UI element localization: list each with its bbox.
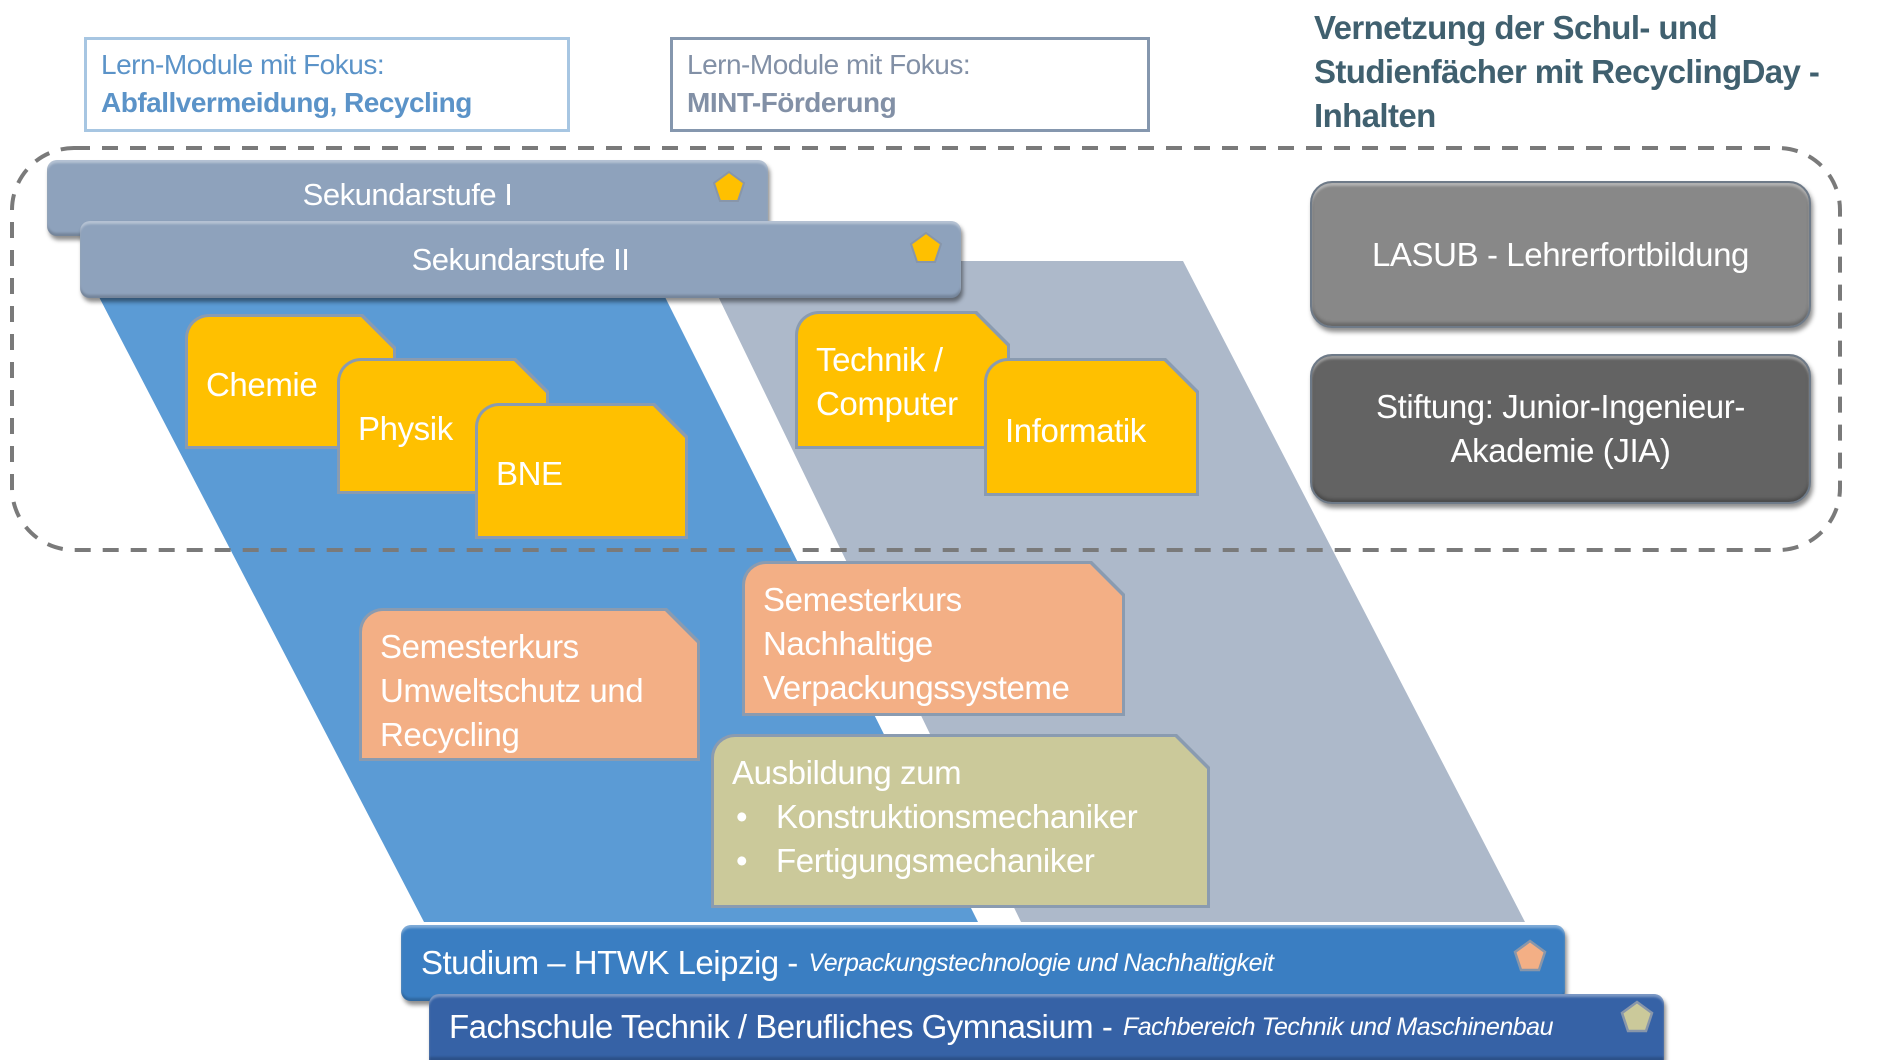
course-label: Semesterkurs (380, 628, 579, 665)
institution-program: Verpackungstechnologie und Nachhaltigkei… (808, 948, 1274, 977)
focus-box-recycling-topic: Abfallvermeidung, Recycling (101, 87, 472, 118)
institution-bar-fachschule: Fachschule Technik / Berufliches Gymnasi… (429, 994, 1664, 1060)
focus-box-recycling-caption: Lern-Module mit Fokus: (101, 49, 385, 80)
pentagon-orange-icon (1513, 939, 1547, 972)
partner-stiftung-jia: Stiftung: Junior-Ingenieur- Akademie (JI… (1310, 354, 1811, 504)
course-label: Nachhaltige (763, 625, 933, 662)
pentagon-yellow-icon (712, 170, 746, 202)
course-label: Semesterkurs (763, 581, 962, 618)
partner-label: Stiftung: Junior-Ingenieur- (1376, 388, 1745, 425)
module-bne: BNE (475, 403, 688, 539)
focus-box-mint-caption: Lern-Module mit Fokus: (687, 49, 971, 80)
page-title-line: Inhalten (1314, 97, 1436, 134)
training-item: Konstruktionsmechaniker (732, 795, 1189, 839)
school-scope-dashed-frame (10, 146, 1842, 552)
module-label: Informatik (1005, 412, 1146, 449)
module-informatik: Informatik (984, 358, 1199, 496)
institution-bar-htwk: Studium – HTWK Leipzig - Verpackungstech… (401, 925, 1565, 1001)
training-box: Ausbildung zum Konstruktionsmechaniker F… (711, 734, 1210, 908)
module-label: Chemie (206, 366, 318, 403)
page-title-line: Vernetzung der Schul- und (1314, 9, 1718, 46)
focus-box-mint: Lern-Module mit Fokus: MINT-Förderung (670, 37, 1150, 132)
page-title-line: Studienfächer mit RecyclingDay - (1314, 53, 1820, 90)
institution-program: Fachbereich Technik und Maschinenbau (1123, 1012, 1553, 1041)
partner-label: LASUB - Lehrerfortbildung (1371, 235, 1750, 273)
level-bar-label: Sekundarstufe II (411, 241, 630, 277)
course-nachhaltige-verpackungssysteme: Semesterkurs Nachhaltige Verpackungssyst… (742, 561, 1125, 716)
module-technik-computer: Technik / Computer (795, 311, 1010, 449)
module-label: Technik / (816, 341, 943, 378)
course-umweltschutz-recycling: Semesterkurs Umweltschutz und Recycling (359, 608, 700, 761)
module-label: Physik (358, 410, 453, 447)
pentagon-yellow-icon (909, 231, 943, 263)
training-list: Konstruktionsmechaniker Fertigungsmechan… (732, 795, 1189, 883)
course-label: Verpackungssysteme (763, 669, 1070, 706)
course-label: Recycling (380, 716, 520, 753)
level-bar-label: Sekundarstufe I (302, 177, 513, 212)
institution-name: Fachschule Technik / Berufliches Gymnasi… (449, 1008, 1121, 1045)
institution-name: Studium – HTWK Leipzig - (421, 944, 807, 981)
training-item: Fertigungsmechaniker (732, 839, 1189, 883)
partner-label: Akademie (JIA) (1450, 432, 1671, 469)
page-title: Vernetzung der Schul- und Studienfächer … (1314, 6, 1884, 138)
pentagon-olive-icon (1620, 1000, 1654, 1033)
module-label: Computer (816, 385, 958, 422)
training-heading: Ausbildung zum (732, 754, 962, 791)
module-label: BNE (496, 455, 563, 492)
partner-lasub: LASUB - Lehrerfortbildung (1310, 181, 1811, 328)
course-label: Umweltschutz und (380, 672, 644, 709)
focus-box-mint-topic: MINT-Förderung (687, 87, 897, 118)
level-bar-sekundarstufe-2: Sekundarstufe II (80, 221, 961, 298)
focus-box-recycling: Lern-Module mit Fokus: Abfallvermeidung,… (84, 37, 570, 132)
